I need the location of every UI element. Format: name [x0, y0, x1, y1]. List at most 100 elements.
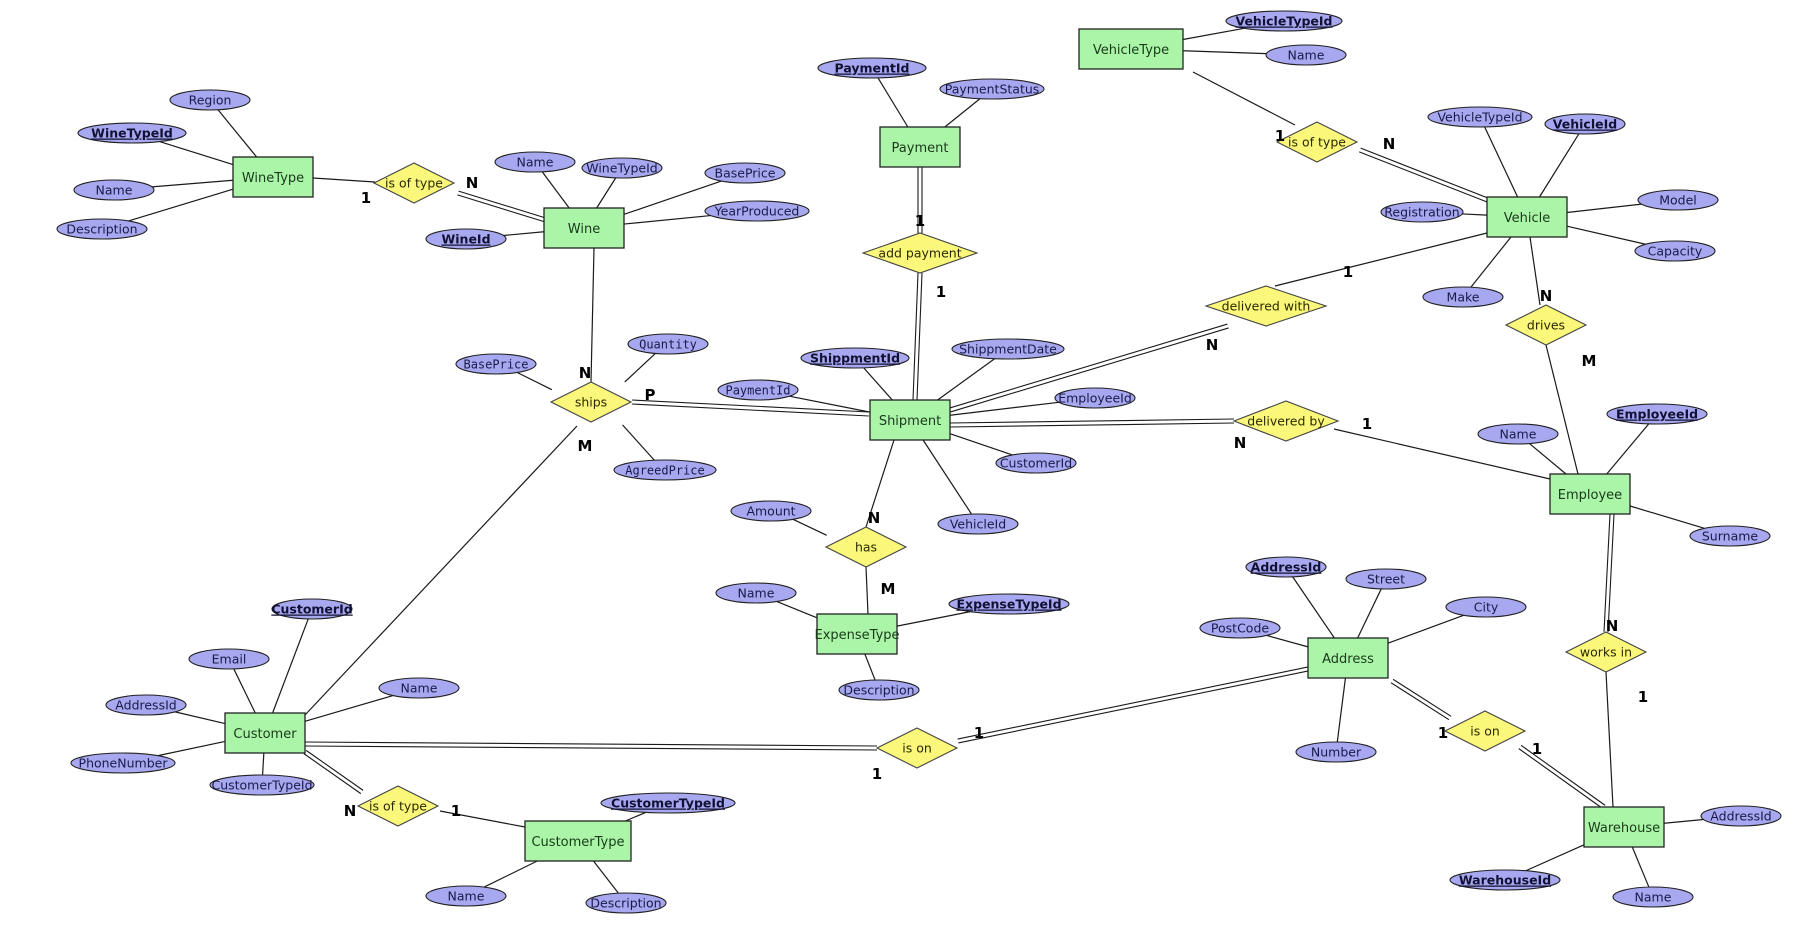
attribute-ships-quantity[interactable]: Quantity [627, 333, 709, 355]
attribute-shipment-shippmentid[interactable]: ShippmentId [800, 347, 910, 369]
attribute-customer-email[interactable]: Email [188, 648, 270, 670]
relationship-diamond [1564, 631, 1648, 673]
relationship-link-is-of-type-customertype [439, 810, 526, 828]
attribute-winetype-winetypeid[interactable]: WineTypeId [77, 122, 187, 144]
attribute-payment-paymentid[interactable]: PaymentId [817, 57, 927, 79]
attribute-vehicle-registration[interactable]: Registration [1380, 201, 1464, 223]
attribute-customertype-description[interactable]: Description [585, 892, 667, 914]
attribute-wine-yearproduced[interactable]: YearProduced [704, 200, 810, 222]
attribute-shipment-paymentid[interactable]: PaymentId [717, 379, 799, 401]
attribute-wine-baseprice[interactable]: BasePrice [704, 162, 786, 184]
attribute-address-street[interactable]: Street [1345, 568, 1427, 590]
attribute-expensetype-expensetypeid[interactable]: ExpenseTypeId [948, 593, 1070, 615]
attribute-vehicle-make[interactable]: Make [1422, 286, 1504, 308]
relationship-is-of-type[interactable]: is of type [356, 785, 440, 827]
attribute-ellipse [1295, 741, 1377, 763]
relationship-label: is on [902, 741, 932, 756]
attribute-employee-employeeid[interactable]: EmployeeId [1606, 403, 1708, 425]
attribute-ellipse [425, 228, 507, 250]
attribute-wine-wineid[interactable]: WineId [425, 228, 507, 250]
relationship-has[interactable]: has [824, 526, 908, 568]
attribute-customer-customerid[interactable]: CustomerId [271, 598, 353, 620]
relationship-ships[interactable]: ships [549, 381, 633, 423]
attribute-label: VehicleTypeId [1235, 14, 1332, 29]
attribute-shipment-customerid[interactable]: CustomerId [995, 452, 1077, 474]
attribute-label: WineTypeId [91, 126, 173, 141]
attribute-ships-baseprice[interactable]: BasePrice [455, 353, 537, 375]
attribute-ships-agreedprice[interactable]: AgreedPrice [613, 459, 717, 481]
attribute-customer-customertypeid[interactable]: CustomerTypeId [209, 774, 315, 796]
attribute-payment-paymentstatus[interactable]: PaymentStatus [939, 78, 1045, 100]
relationship-link-has-shipment [865, 439, 895, 528]
relationship-is-on[interactable]: is on [1443, 710, 1527, 752]
attribute-winetype-description[interactable]: Description [56, 218, 148, 240]
relationship-diamond [549, 381, 633, 423]
relationship-delivered-with[interactable]: delivered with [1204, 285, 1328, 327]
entity-vehicle[interactable]: Vehicle [1486, 196, 1568, 238]
attribute-warehouse-name[interactable]: Name [1612, 886, 1694, 908]
entity-vehicletype[interactable]: VehicleType [1078, 28, 1184, 70]
relationship-add-payment[interactable]: add payment [861, 232, 979, 274]
entity-expensetype[interactable]: ExpenseType [814, 613, 900, 655]
entity-winetype[interactable]: WineType [232, 156, 314, 198]
attribute-vehicletype-name[interactable]: Name [1265, 44, 1347, 66]
cardinality-label: N [1540, 287, 1553, 305]
attribute-link-agreedprice [622, 424, 655, 461]
attribute-warehouse-addressid[interactable]: AddressId [1700, 805, 1782, 827]
entity-customertype[interactable]: CustomerType [524, 820, 632, 862]
attribute-vehicle-vehicletypeid[interactable]: VehicleTypeId [1427, 106, 1533, 128]
attribute-customer-name[interactable]: Name [378, 677, 460, 699]
relationship-diamond [824, 526, 908, 568]
cardinality-label: M [1582, 352, 1597, 370]
relationship-is-of-type[interactable]: is of type [372, 162, 456, 204]
attribute-shipment-vehicleid[interactable]: VehicleId [937, 513, 1019, 535]
attribute-address-postcode[interactable]: PostCode [1199, 617, 1281, 639]
attribute-customer-phonenumber[interactable]: PhoneNumber [70, 752, 176, 774]
attribute-expensetype-description[interactable]: Description [838, 679, 920, 701]
entity-employee[interactable]: Employee [1549, 473, 1631, 515]
attribute-link-name [541, 171, 570, 209]
attribute-customer-addressid[interactable]: AddressId [105, 694, 187, 716]
attribute-winetype-region[interactable]: Region [169, 89, 251, 111]
entity-warehouse[interactable]: Warehouse [1583, 806, 1665, 848]
entity-address[interactable]: Address [1307, 637, 1389, 679]
attribute-vehicle-model[interactable]: Model [1637, 189, 1719, 211]
attribute-shipment-shippmentdate[interactable]: ShippmentDate [951, 338, 1065, 360]
attribute-address-addressid[interactable]: AddressId [1245, 556, 1327, 578]
attribute-address-number[interactable]: Number [1295, 741, 1377, 763]
entity-wine[interactable]: Wine [543, 207, 625, 249]
relationship-label: is on [1470, 724, 1500, 739]
relationship-link-is-of-type-wine [457, 190, 553, 225]
attribute-employee-surname[interactable]: Surname [1689, 525, 1771, 547]
attribute-vehicletype-vehicletypeid[interactable]: VehicleTypeId [1225, 10, 1343, 32]
cardinality-label: 1 [1532, 740, 1542, 758]
attribute-vehicle-capacity[interactable]: Capacity [1634, 240, 1716, 262]
relationship-drives[interactable]: drives [1504, 304, 1588, 346]
entity-label: Vehicle [1504, 211, 1551, 226]
cardinality-label: N [1383, 135, 1396, 153]
attribute-warehouse-warehouseid[interactable]: WarehouseId [1449, 869, 1561, 891]
attribute-employee-name[interactable]: Name [1477, 423, 1559, 445]
entity-shipment[interactable]: Shipment [869, 399, 951, 441]
relationship-is-of-type[interactable]: is of type [1275, 121, 1359, 163]
attribute-has-amount[interactable]: Amount [730, 500, 812, 522]
entity-box [1583, 806, 1665, 848]
entity-customer[interactable]: Customer [224, 712, 306, 754]
attribute-customertype-name[interactable]: Name [425, 885, 507, 907]
relationship-delivered-by[interactable]: delivered by [1232, 400, 1340, 442]
attribute-ellipse [77, 122, 187, 144]
attribute-vehicle-vehicleid[interactable]: VehicleId [1544, 113, 1626, 135]
attribute-wine-name[interactable]: Name [494, 151, 576, 173]
attribute-wine-winetypeid[interactable]: WineTypeId [581, 157, 663, 179]
attribute-expensetype-name[interactable]: Name [715, 582, 797, 604]
relationship-link-is-on-address [957, 666, 1309, 744]
attribute-shipment-employeeid[interactable]: EmployeeId [1054, 387, 1136, 409]
relationship-is-on[interactable]: is on [875, 727, 959, 769]
attribute-label: BasePrice [463, 358, 528, 372]
attribute-address-city[interactable]: City [1445, 596, 1527, 618]
entity-payment[interactable]: Payment [879, 126, 961, 168]
attribute-winetype-name[interactable]: Name [73, 179, 155, 201]
attribute-customertype-customertypeid[interactable]: CustomerTypeId [600, 792, 736, 814]
relationship-link-is-of-type-customer [303, 749, 364, 795]
relationship-works-in[interactable]: works in [1564, 631, 1648, 673]
